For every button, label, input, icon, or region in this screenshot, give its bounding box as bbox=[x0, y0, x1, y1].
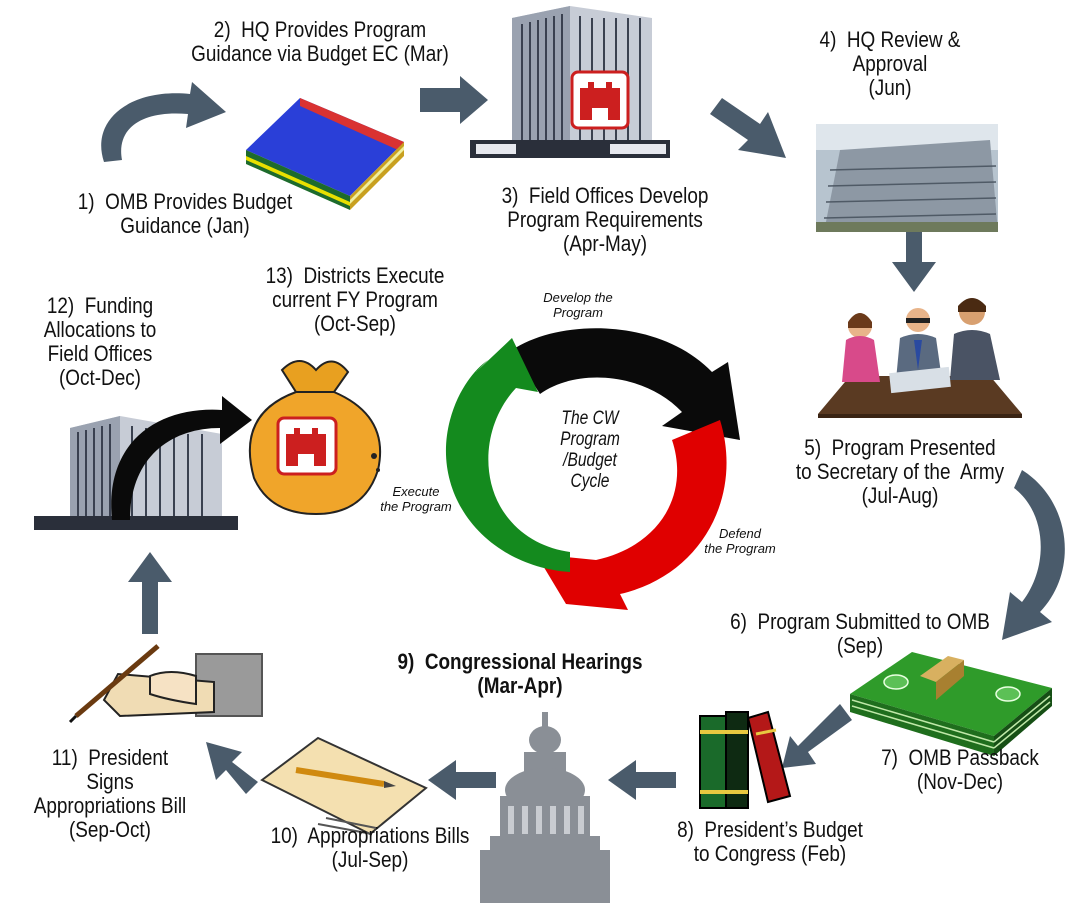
money-bag-image bbox=[248, 360, 382, 516]
cycle-develop-arc bbox=[512, 328, 740, 440]
arrow-8-to-9 bbox=[608, 760, 676, 800]
arrow-9-to-10 bbox=[428, 760, 496, 800]
step-4-label: 4) HQ Review & Approval (Jun) bbox=[819, 27, 961, 100]
cycle-center-title: The CW Program /Budget Cycle bbox=[560, 408, 620, 492]
step-10-label: 10) Appropriations Bills (Jul-Sep) bbox=[270, 823, 470, 872]
step-12-label: 12) Funding Allocations to Field Offices… bbox=[43, 293, 157, 390]
step-3-label: 3) Field Offices Develop Program Require… bbox=[501, 183, 709, 256]
arrow-12-to-13 bbox=[111, 396, 252, 520]
arrow-4-to-5 bbox=[892, 208, 936, 292]
arrow-5-to-6 bbox=[1002, 470, 1065, 640]
step-9-label: 9) Congressional Hearings (Mar-Apr) bbox=[397, 649, 643, 698]
arrow-1-to-2 bbox=[101, 82, 226, 162]
cycle-phase-execute: Execute the Program bbox=[380, 484, 452, 514]
step-5-label: 5) Program Presented to Secretary of the… bbox=[795, 435, 1005, 508]
step-8-label: 8) President’s Budget to Congress (Feb) bbox=[677, 817, 863, 866]
capitol-dome-image bbox=[480, 712, 610, 903]
cycle-defend-arc bbox=[536, 420, 727, 610]
step-1-label: 1) OMB Provides Budget Guidance (Jan) bbox=[77, 189, 293, 238]
step-6-label: 6) Program Submitted to OMB (Sep) bbox=[730, 609, 990, 658]
hq-photo-image bbox=[816, 124, 998, 232]
budget-cycle-ring bbox=[445, 328, 740, 610]
step-11-label: 11) President Signs Appropriations Bill … bbox=[33, 745, 187, 842]
cycle-phase-develop: Develop the Program bbox=[543, 290, 613, 320]
budget-book-image bbox=[246, 98, 404, 210]
step-13-label: 13) Districts Execute current FY Program… bbox=[265, 263, 445, 336]
cycle-phase-defend: Defend the Program bbox=[704, 526, 776, 556]
hand-signing-image bbox=[68, 644, 263, 724]
budget-books-image bbox=[699, 710, 792, 809]
arrow-10-to-11 bbox=[206, 742, 258, 794]
step-2-label: 2) HQ Provides Program Guidance via Budg… bbox=[191, 17, 449, 66]
step-7-label: 7) OMB Passback (Nov-Dec) bbox=[881, 745, 1039, 794]
notepad-image bbox=[260, 736, 428, 836]
flow-arrows bbox=[101, 76, 1065, 800]
arrow-3-to-4 bbox=[710, 98, 786, 158]
cycle-execute-arc bbox=[445, 338, 570, 572]
field-office-building-image bbox=[470, 6, 670, 158]
arrow-7-to-8 bbox=[782, 704, 852, 768]
arrow-2-to-3 bbox=[420, 76, 488, 124]
money-stack-image bbox=[850, 652, 1052, 756]
meeting-clipart-image bbox=[818, 298, 1022, 418]
arrow-11-to-12 bbox=[128, 552, 172, 634]
